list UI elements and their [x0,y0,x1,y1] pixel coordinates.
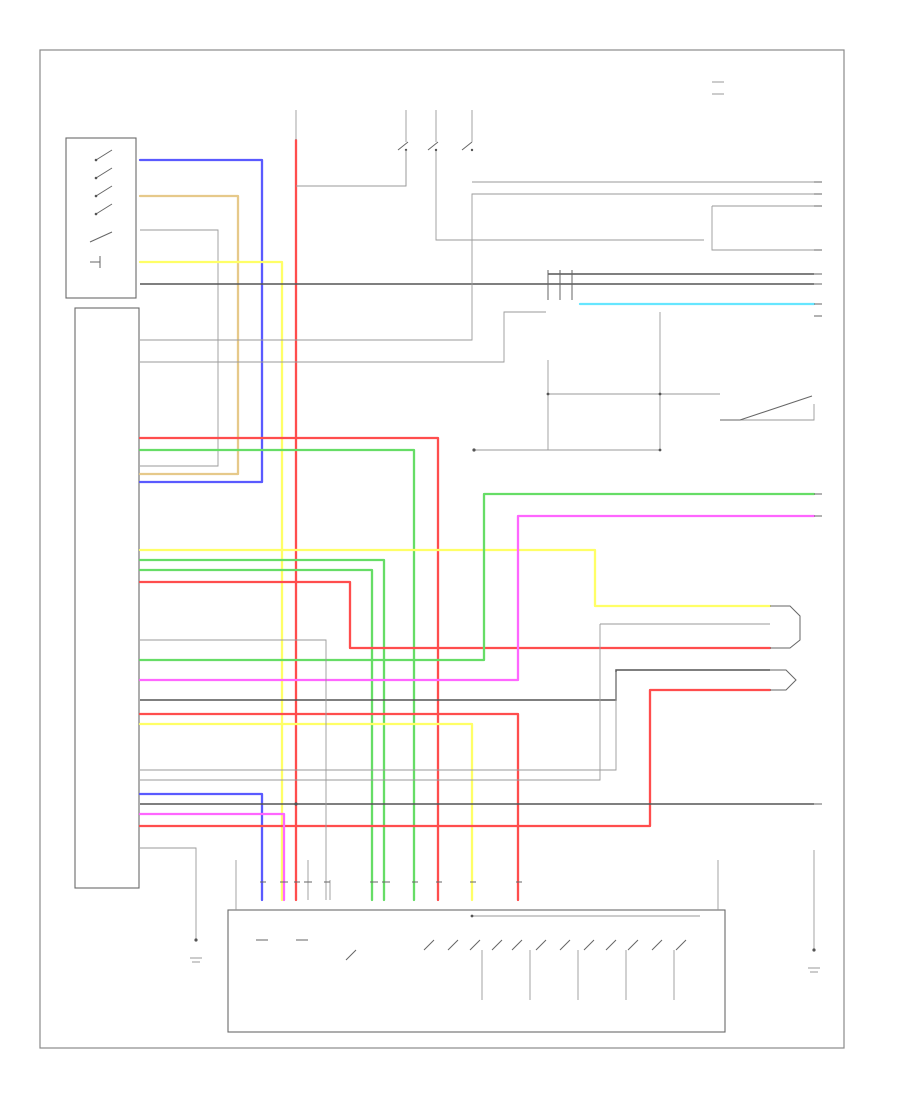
wire-gray-switch-loop [140,229,219,467]
junction-dots [294,392,662,918]
left-switch-contacts [89,149,113,268]
wire-yellow-upper [138,260,284,902]
left-ecu-module [74,307,140,889]
wire-gray-7 [140,639,327,900]
ground-terminals [190,938,820,973]
right-connectors [547,181,822,805]
wire-green-upper [138,448,416,902]
wire-gray-9 [140,672,617,771]
bottom-switch-module [227,909,726,1033]
wire-gray-5 [435,150,704,241]
wire-yellow-lower [138,722,474,902]
wire-gray-15 [140,847,197,940]
wire-red-lower [138,712,520,902]
wire-gray-3 [296,150,407,187]
wire-blue [138,158,264,484]
bottom-switches [256,939,687,1000]
wire-blue-lower [138,792,264,902]
wire-green-mid-2 [138,568,374,902]
wire-tan [138,194,240,476]
wire-black-right-switch [140,669,770,701]
wire-green-right [138,492,816,662]
wire-gray-8 [140,623,770,781]
wire-gray-2 [140,311,546,363]
diagram-frame [39,49,845,1049]
wire-pink-lower [138,812,286,902]
wire-red-mid [138,580,772,650]
wire-green-mid-1 [138,558,386,902]
wire-yellow-middle [138,548,772,608]
top-switches [295,110,474,186]
wire-red-row [138,436,440,902]
wire-gray-10 [474,393,720,451]
wire-gray-20 [307,860,331,900]
legend-marks [712,81,724,95]
wire-red-right-loop [138,688,772,828]
left-switch-module [65,137,137,299]
wire-gray-6 [711,205,814,251]
wire-pink-right [138,514,816,682]
wire-gray-14 [720,404,815,421]
wire-gray-1 [140,193,814,341]
